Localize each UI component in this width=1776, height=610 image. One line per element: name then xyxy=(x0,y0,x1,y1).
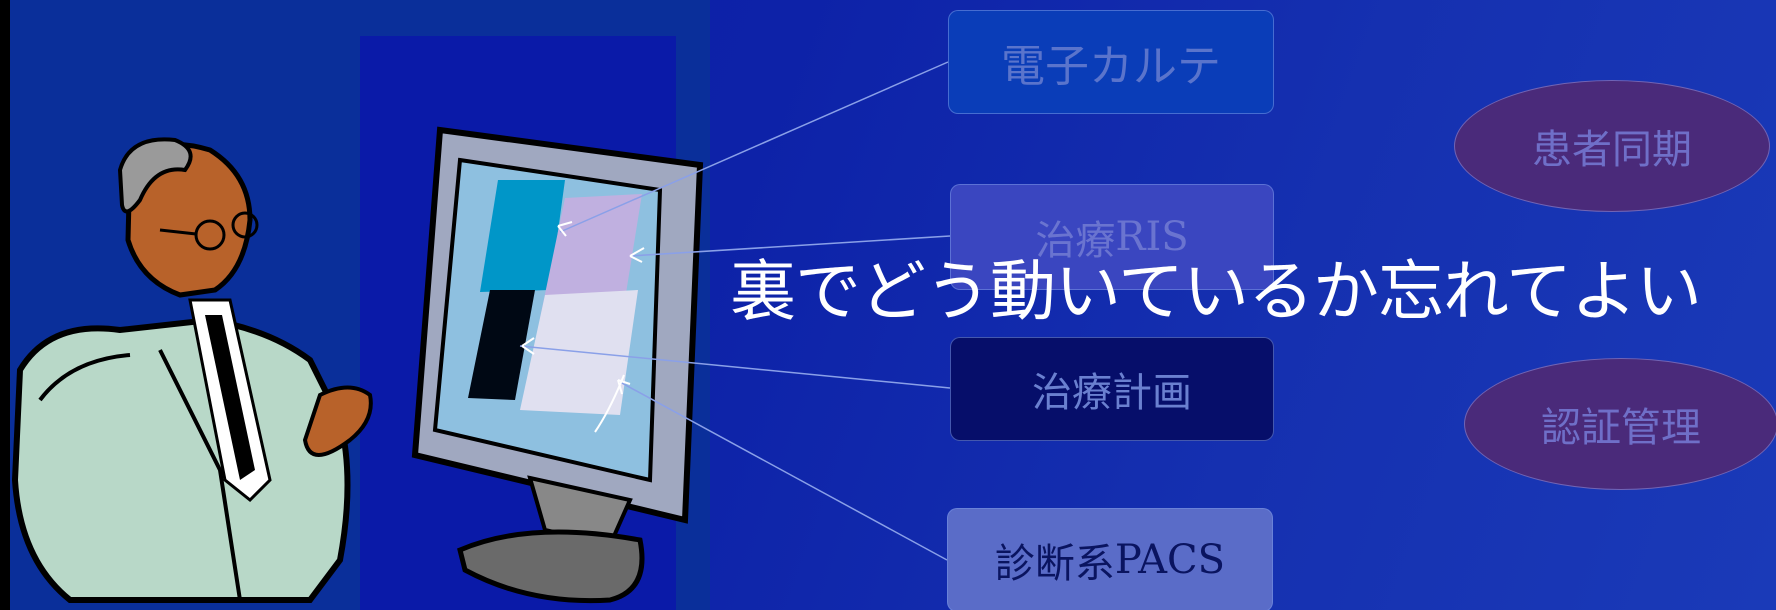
headline-text: 裏でどう動いているか忘れてよい xyxy=(730,253,1702,330)
pacs-label-jp: 診断系 xyxy=(994,541,1115,587)
connector-lines xyxy=(519,61,951,561)
ris-label-en: RIS xyxy=(1115,214,1189,260)
doctor-figure-icon xyxy=(11,137,373,603)
auth-management-label: 認証管理 xyxy=(1541,405,1701,451)
plan-label: 治療計画 xyxy=(1032,370,1192,416)
ehr-box: 電子カルテ xyxy=(948,10,1274,114)
monitor-icon xyxy=(411,126,704,604)
pacs-label-en: PACS xyxy=(1114,537,1226,583)
patient-sync-ellipse: 患者同期 xyxy=(1454,80,1770,212)
ehr-label: 電子カルテ xyxy=(1001,41,1221,92)
clipart-illustration xyxy=(11,61,951,604)
ris-label-jp: 治療 xyxy=(1035,218,1116,264)
auth-management-ellipse: 認証管理 xyxy=(1464,358,1776,490)
treatment-plan-box: 治療計画 xyxy=(950,337,1274,441)
patient-sync-label: 患者同期 xyxy=(1532,127,1692,173)
